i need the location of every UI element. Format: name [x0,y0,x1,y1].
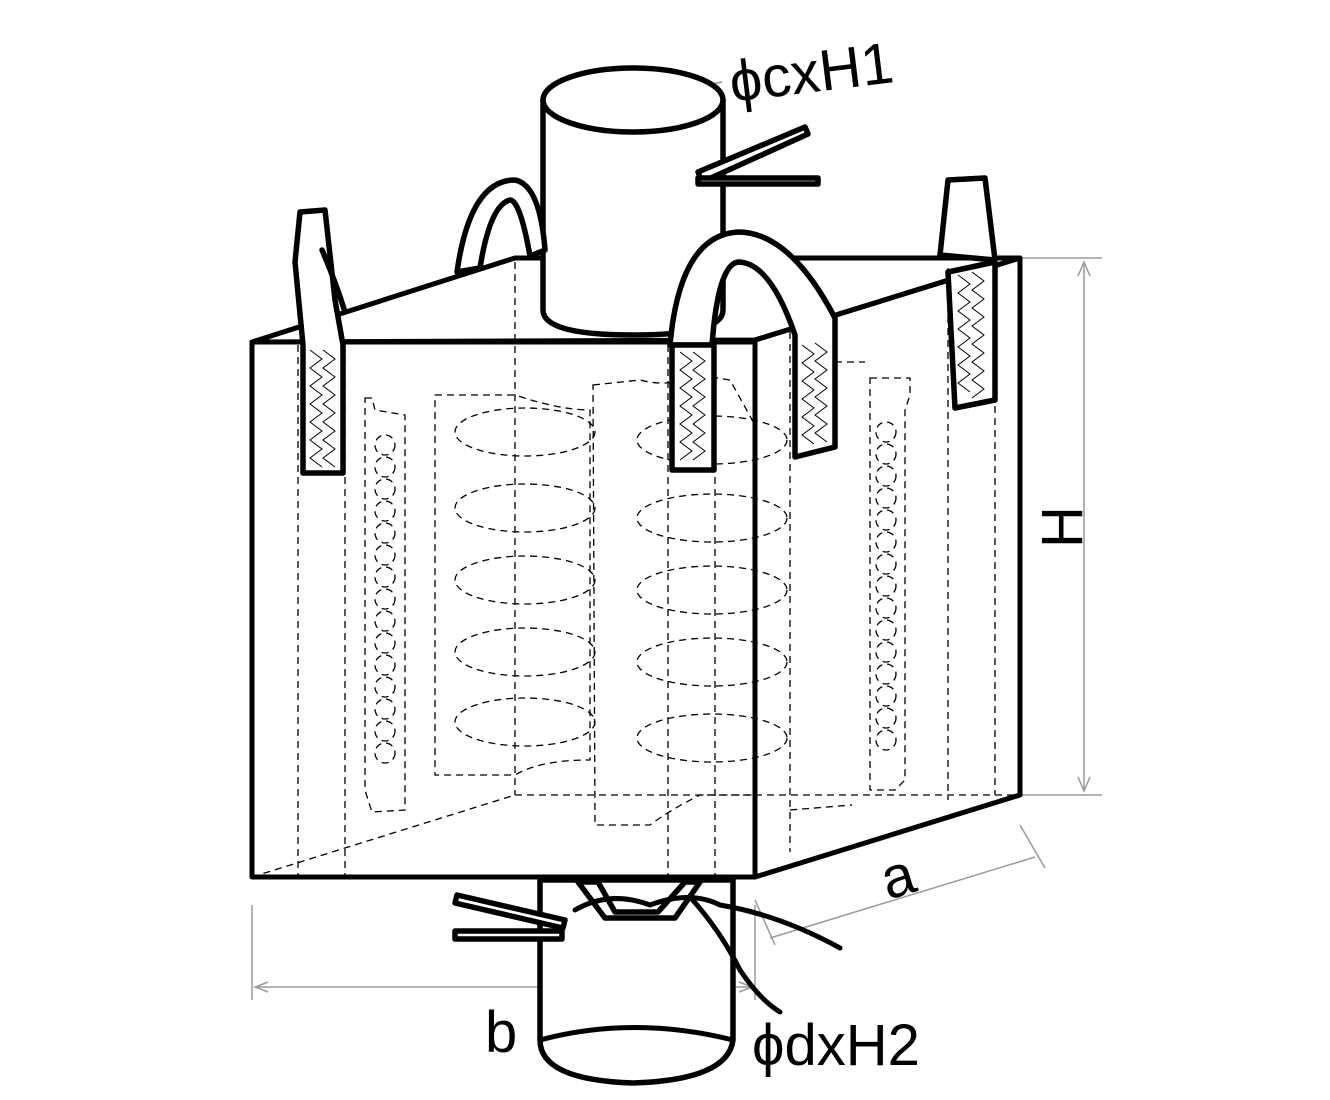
stitch-zigzag [679,351,693,461]
hidden-ellipse [454,627,596,677]
bag-body [249,255,1023,880]
stitching [309,271,985,468]
hidden-circle [374,566,396,588]
width-label: b [485,1000,517,1065]
hidden-circle [875,443,897,465]
rear-lifting-loops [454,175,998,275]
hidden-circle [875,641,897,663]
hidden-circle [875,509,897,531]
hidden-circle [875,575,897,597]
top-spout-label: ϕcxH1 [726,30,897,115]
hidden-circle [875,707,897,729]
front-lifting-loops [292,207,998,476]
bottom-spout-label: ϕdxH2 [752,1013,920,1078]
top-spout [540,65,821,338]
hidden-circle [875,619,897,641]
hidden-circle [374,522,396,544]
hidden-circle [374,742,396,764]
hidden-ellipse [454,483,596,533]
hidden-circle [374,654,396,676]
stitch-zigzag [971,271,985,399]
hidden-circle [374,610,396,632]
height-label: H [1030,506,1095,548]
hidden-ellipses [454,407,788,763]
hidden-ellipse [454,697,596,747]
hidden-circle [875,531,897,553]
hidden-circle [875,553,897,575]
stitch-zigzag [309,349,323,468]
hidden-circle [374,544,396,566]
hidden-circle [374,588,396,610]
hidden-circle [374,632,396,654]
hidden-circle [374,500,396,522]
stitch-zigzag [322,349,336,468]
hidden-circle [875,663,897,685]
hidden-circle [875,487,897,509]
hidden-ellipse [636,565,788,615]
hidden-circle [374,434,396,456]
hidden-circle [875,597,897,619]
bottom-spout [452,877,843,1086]
hidden-ellipse [636,493,788,543]
hidden-lines [251,262,1020,878]
hidden-ellipse [636,637,788,687]
stitch-zigzag [692,351,706,461]
hidden-ellipse [636,415,788,465]
depth-label: a [873,841,924,913]
stitch-zigzag [801,344,815,445]
hidden-circle [374,698,396,720]
hidden-circle [875,685,897,707]
hidden-circle [875,729,897,751]
hidden-circle [875,465,897,487]
hidden-circle [374,478,396,500]
hidden-ellipse [454,407,596,457]
hidden-circle [875,421,897,443]
stitch-zigzag [957,274,971,393]
hidden-ellipse [636,713,788,763]
hidden-ellipse [454,555,596,605]
hidden-circle [374,456,396,478]
stitch-zigzag [814,342,828,443]
hidden-circle [374,676,396,698]
hidden-circles [374,421,897,764]
hidden-circle [374,720,396,742]
